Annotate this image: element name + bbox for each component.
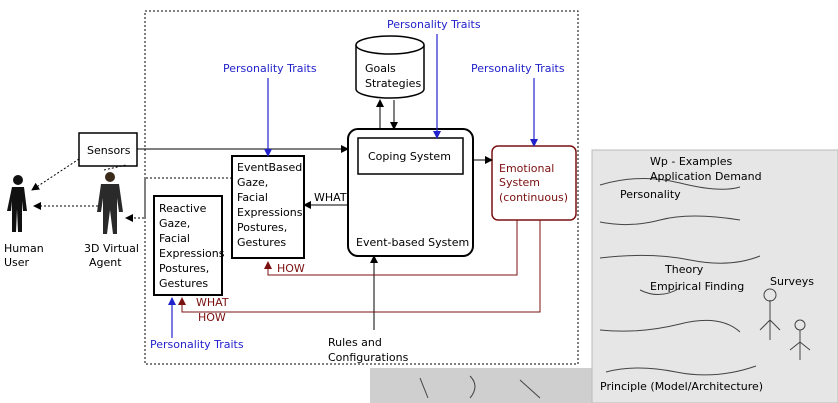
agent-architecture-frame bbox=[144, 10, 579, 365]
goals-database bbox=[355, 35, 425, 99]
reactive-behavior-label: Facial bbox=[159, 232, 190, 245]
whiteboard-note: Surveys bbox=[770, 275, 814, 288]
how-label: HOW bbox=[198, 311, 226, 324]
eventbased-behavior-label: Gaze, bbox=[237, 176, 268, 189]
virtual-agent-label: 3D Virtual bbox=[84, 242, 139, 255]
whiteboard-note: Theory bbox=[664, 263, 704, 276]
emotional-system-label: (continuous) bbox=[499, 191, 568, 204]
eventbased-behavior-label: EventBased bbox=[237, 161, 302, 174]
personality-traits-label: Personality Traits bbox=[223, 62, 317, 75]
whiteboard-title: Wp - Examples bbox=[650, 155, 733, 168]
whiteboard-note: Personality bbox=[620, 188, 681, 201]
reactive-behavior-label: Expressions bbox=[159, 247, 225, 260]
rules-label: Rules and bbox=[328, 336, 382, 349]
how-label: HOW bbox=[277, 262, 305, 275]
emotional-system-label: System bbox=[499, 176, 540, 189]
personality-traits-label: Personality Traits bbox=[387, 18, 481, 31]
emotion-to-reactive-what-how-arrow bbox=[178, 220, 541, 313]
virtual-agent-icon bbox=[97, 172, 123, 234]
eventbased-behavior-label: Gestures bbox=[237, 236, 286, 249]
emotion-to-eventbased-how-arrow bbox=[264, 220, 518, 276]
emotional-system-label: Emotional bbox=[499, 162, 554, 175]
reactive-behavior-label: Reactive bbox=[159, 202, 207, 215]
what-label: WHAT bbox=[196, 296, 229, 309]
eventbased-behavior-label: Facial bbox=[237, 191, 268, 204]
human-user-icon bbox=[7, 175, 27, 232]
goals-label: Strategies bbox=[365, 77, 421, 90]
behavior-to-agent-dotted-line bbox=[125, 177, 232, 222]
reactive-behavior-label: Gaze, bbox=[159, 217, 190, 230]
sensors-label: Sensors bbox=[87, 144, 131, 157]
what-label: WHAT bbox=[314, 191, 347, 204]
sensors-to-human-dotted-arrow bbox=[31, 158, 80, 191]
human-user-label: User bbox=[4, 256, 30, 269]
personality-traits-label: Personality Traits bbox=[150, 338, 244, 351]
virtual-agent-label: Agent bbox=[89, 256, 122, 269]
personality-traits-label: Personality Traits bbox=[471, 62, 565, 75]
sensors-box bbox=[78, 132, 138, 167]
eventbased-behavior-label: Postures, bbox=[237, 221, 287, 234]
eventbased-behavior-label: Expressions bbox=[237, 206, 303, 219]
coping-system-label: Coping System bbox=[368, 150, 451, 163]
reactive-behavior-box bbox=[153, 195, 223, 296]
event-based-system-label: Event-based System bbox=[356, 236, 469, 249]
whiteboard-note: Empirical Finding bbox=[650, 280, 744, 293]
whiteboard-note: Principle (Model/Architecture) bbox=[600, 380, 763, 393]
whiteboard-note: Application Demand bbox=[650, 170, 762, 183]
reactive-behavior-label: Gestures bbox=[159, 277, 208, 290]
rules-label: Configurations bbox=[328, 351, 409, 364]
coping-system-box bbox=[357, 137, 464, 175]
human-user-label: Human bbox=[4, 242, 44, 255]
reactive-behavior-label: Postures, bbox=[159, 262, 209, 275]
whiteboard-photo: Wp - Examples Application Demand Persona… bbox=[370, 149, 838, 403]
goals-label: Goals bbox=[365, 62, 396, 75]
